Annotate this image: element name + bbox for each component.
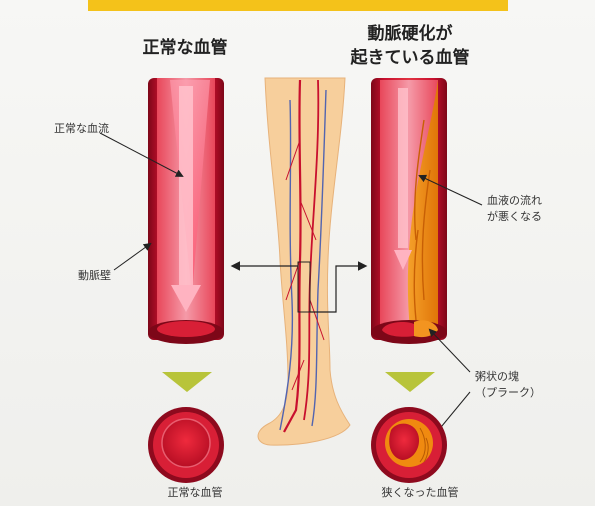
- normal-flow-label: 正常な血流: [54, 122, 109, 136]
- leg-illustration: [258, 78, 350, 445]
- narrowed-cross-section: [371, 407, 447, 483]
- artery-wall-label: 動脈壁: [78, 269, 111, 283]
- down-triangle-icon-right: [385, 372, 435, 392]
- normal-cross-section: [148, 407, 224, 483]
- narrowed-vessel-caption: 狭くなった血管: [365, 486, 475, 500]
- blood-flow-worse-label-line1: 血液の流れ: [487, 194, 542, 208]
- normal-vessel-caption: 正常な血管: [145, 486, 245, 500]
- plaque-label-line1: 粥状の塊: [475, 370, 519, 384]
- down-triangle-icon-left: [162, 372, 212, 392]
- blood-flow-worse-label-line2: が悪くなる: [487, 210, 542, 224]
- normal-vessel-tube: [148, 78, 224, 344]
- sclerosis-vessel-tube: [371, 78, 447, 344]
- plaque-label-line2: （プラーク）: [475, 386, 541, 400]
